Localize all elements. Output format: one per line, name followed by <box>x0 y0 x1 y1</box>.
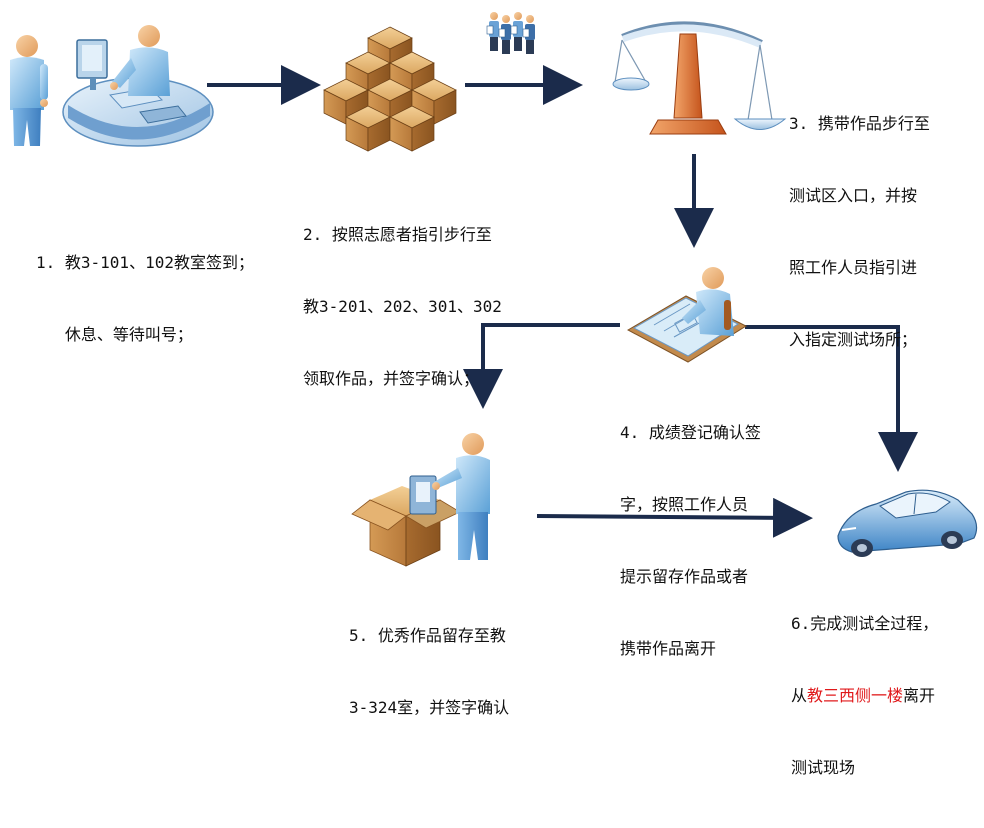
step-6-line-2: 从教三西侧一楼离开 <box>791 684 938 708</box>
car-icon <box>837 489 978 557</box>
step-5-line-1: 5. 优秀作品留存至教 <box>349 626 506 645</box>
step-2-line-2: 教3-201、202、301、302 <box>303 297 502 316</box>
step-6-prefix: 从 <box>791 686 808 705</box>
step-3-caption: 3. 携带作品步行至 测试区入口，并按 照工作人员指引进 入指定测试场所； <box>789 64 930 400</box>
step-6-line-3: 测试现场 <box>791 758 856 777</box>
step-5-line-2: 3-324室，并签字确认 <box>349 698 510 717</box>
step-6-line-1: 6.完成测试全过程， <box>791 614 939 633</box>
step-4-line-4: 携带作品离开 <box>620 639 717 658</box>
drafting-table-icon <box>626 267 748 363</box>
step-5-caption: 5. 优秀作品留存至教 3-324室，并签字确认 <box>349 576 509 768</box>
arrow-5-to-6 <box>536 497 813 538</box>
step-2-line-1: 2. 按照志愿者指引步行至 <box>303 225 492 244</box>
step-3-line-4: 入指定测试场所； <box>789 330 918 349</box>
packing-box-icon <box>351 433 490 567</box>
step-4-line-2: 字，按照工作人员 <box>620 495 749 514</box>
step-2-caption: 2. 按照志愿者指引步行至 教3-201、202、301、302 领取作品，并签… <box>303 175 502 439</box>
arrow-4-to-6 <box>745 325 918 472</box>
step-3-line-2: 测试区入口，并按 <box>789 186 918 205</box>
step-2-line-3: 领取作品，并签字确认； <box>303 369 480 388</box>
arrow-4-to-5 <box>463 323 620 409</box>
step-1-line-1: 1. 教3-101、102教室签到； <box>36 253 254 272</box>
reception-desk-icon <box>10 25 214 147</box>
diagram-canvas <box>10 12 978 567</box>
process-diagram: 1. 教3-101、102教室签到； 休息、等待叫号； 2. 按照志愿者指引步行… <box>10 12 978 777</box>
people-group-icon <box>486 12 535 54</box>
step-1-caption: 1. 教3-101、102教室签到； 休息、等待叫号； <box>36 203 254 395</box>
step-3-line-3: 照工作人员指引进 <box>789 258 918 277</box>
step-4-caption: 4. 成绩登记确认签 字，按照工作人员 提示留存作品或者 携带作品离开 <box>620 373 761 709</box>
step-6-caption: 6.完成测试全过程， 从教三西侧一楼离开 测试现场 <box>791 564 938 828</box>
boxes-icon <box>323 26 457 152</box>
exit-location-highlight: 教三西侧一楼 <box>807 686 904 705</box>
step-4-line-3: 提示留存作品或者 <box>620 567 749 586</box>
step-3-line-1: 3. 携带作品步行至 <box>789 114 930 133</box>
step-4-line-1: 4. 成绩登记确认签 <box>620 423 761 442</box>
flow-arrows <box>207 65 918 538</box>
scale-icon <box>612 21 787 135</box>
step-6-suffix: 离开 <box>903 686 936 705</box>
step-1-line-2: 休息、等待叫号； <box>36 325 193 344</box>
